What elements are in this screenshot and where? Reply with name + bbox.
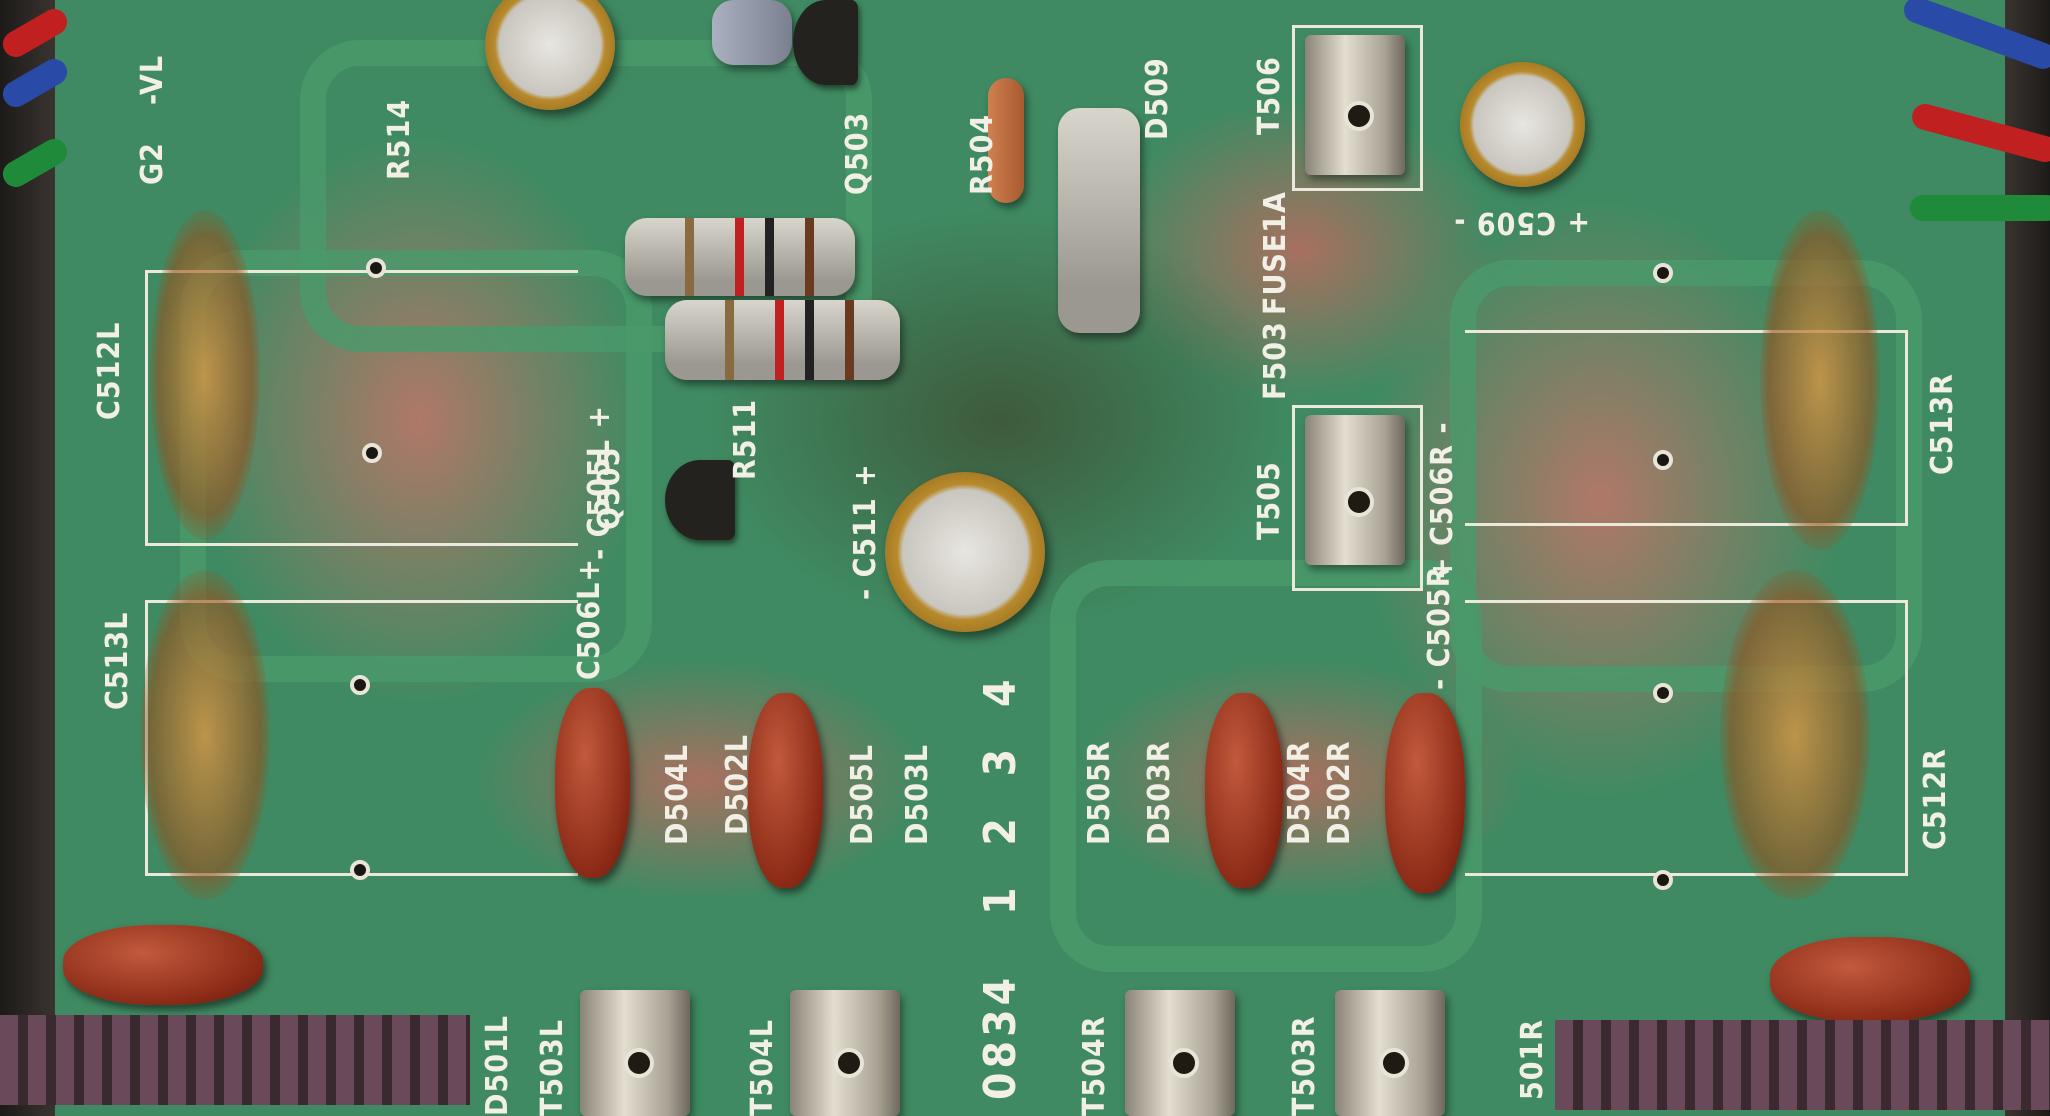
label-t503l: T503L (535, 1019, 570, 1116)
capacitor-outline (145, 270, 578, 546)
film-capacitor (1205, 693, 1283, 888)
solder-pad (362, 443, 382, 463)
label-t504l: T504L (745, 1019, 780, 1116)
label-c511: - C511 + (848, 463, 883, 600)
label-d504l: D504L (660, 744, 695, 845)
label-c509: + C509 - (1453, 205, 1590, 240)
terminal-t504r (1125, 990, 1235, 1116)
label-d505l: D505L (845, 744, 880, 845)
heat-sink (1555, 1020, 2050, 1110)
glue-blob (1760, 210, 1880, 550)
label-d505r: D505R (1082, 740, 1117, 845)
label-c513l: C513L (100, 611, 135, 710)
terminal-t505 (1305, 415, 1405, 565)
label-t506: T506 (1252, 56, 1287, 135)
transistor-q503 (793, 0, 858, 85)
label-d504r: D504R (1282, 740, 1317, 845)
label-fuse1a: FUSE1A (1258, 191, 1293, 315)
label-d509: D509 (1140, 57, 1175, 140)
label-c506l: C506L+ (572, 558, 607, 680)
label-c512r: C512R (1918, 748, 1953, 850)
electrolytic-capacitor-c511 (885, 472, 1045, 632)
label-vl: -VL (135, 54, 170, 105)
glue-blob (1720, 570, 1870, 900)
label-r511: R511 (728, 398, 763, 480)
green-wire (1910, 195, 2050, 221)
glue-blob (150, 210, 260, 540)
terminal-outline (1292, 25, 1423, 191)
label-t505: T505 (1252, 461, 1287, 540)
label-c505r: - C505R (1422, 565, 1457, 690)
label-d503r: D503R (1142, 740, 1177, 845)
terminal-t506 (1305, 35, 1405, 175)
film-capacitor (1770, 937, 1970, 1022)
solder-pad (1653, 263, 1673, 283)
label-d503l: D503L (900, 744, 935, 845)
film-capacitor (63, 925, 263, 1005)
board-edge-right (2005, 0, 2050, 1116)
label-c513r: C513R (1925, 373, 1960, 475)
film-capacitor (748, 693, 823, 888)
solder-pad (350, 675, 370, 695)
film-capacitor (555, 688, 630, 878)
label-g2: G2 (135, 142, 170, 185)
label-d502l: D502L (720, 734, 755, 835)
label-r514: R514 (382, 98, 417, 180)
label-c506r: + C506R - (1425, 421, 1460, 580)
label-f503: F503 (1258, 321, 1293, 400)
label-r504: R504 (965, 113, 1000, 195)
solder-pad (1653, 870, 1673, 890)
label-q503: Q503 (840, 111, 875, 195)
label-t504r: T504R (1077, 1015, 1112, 1116)
solder-pad (1653, 683, 1673, 703)
label-1234: 1 2 3 4 (975, 665, 1026, 916)
electrolytic-capacitor (485, 0, 615, 110)
resistor (625, 218, 855, 296)
label-c512l: C512L (92, 321, 127, 420)
label-d502r: D502R (1322, 740, 1357, 845)
heat-sink (0, 1015, 470, 1105)
board-edge-left (0, 0, 55, 1116)
capacitor-outline (1465, 600, 1908, 876)
terminal-t503l (580, 990, 690, 1116)
terminal-outline (1292, 405, 1423, 591)
capacitor-outline (1465, 330, 1908, 526)
terminal-t503r (1335, 990, 1445, 1116)
electrolytic-capacitor-c509 (1460, 62, 1585, 187)
solder-pad (1653, 450, 1673, 470)
resistor-r504 (988, 78, 1024, 203)
film-capacitor (1385, 693, 1465, 893)
solder-pad (350, 860, 370, 880)
resistor (712, 0, 792, 65)
label-0834: 0834 (975, 973, 1026, 1100)
label-t503r: T503R (1287, 1015, 1322, 1116)
solder-pad (366, 258, 386, 278)
resistor (1058, 108, 1140, 333)
transistor-q505 (665, 460, 735, 540)
terminal-t504l (790, 990, 900, 1116)
label-d501r: 501R (1515, 1018, 1550, 1100)
resistor (665, 300, 900, 380)
label-q505: Q505 (592, 446, 627, 530)
glue-blob (140, 570, 270, 900)
label-d501l: D501L (480, 1015, 515, 1116)
